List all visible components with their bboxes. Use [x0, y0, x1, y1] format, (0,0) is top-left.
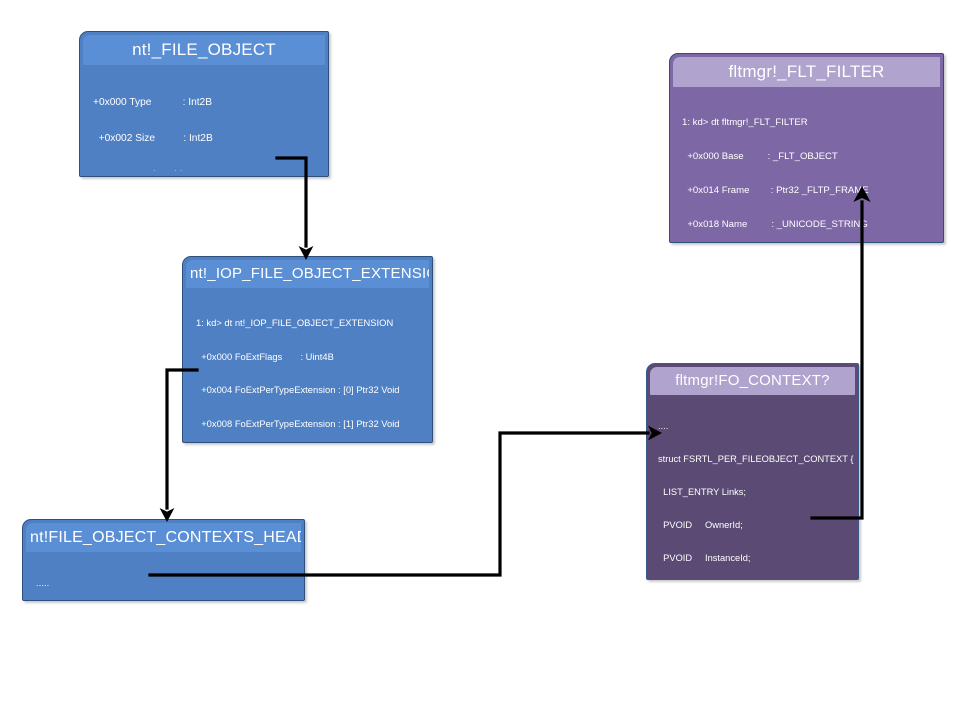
node-file-object-title: nt!_FILE_OBJECT [83, 35, 325, 65]
debugger-command-line: 1: kd> dt fltmgr!_FLT_FILTER [682, 116, 808, 128]
node-file-object-contexts-header-body: ..... LIST_ENTRY ContextsLinks; ..... [26, 552, 301, 596]
struct-field-line: +0x000 Base : _FLT_OBJECT [682, 150, 838, 162]
node-iop-file-object-extension[interactable]: nt!_IOP_FILE_OBJECT_EXTENSION 1: kd> dt … [182, 256, 433, 443]
ellipsis-line: .... [658, 421, 669, 432]
ellipsis-line: ..... [36, 577, 50, 589]
node-fo-context-title: fltmgr!FO_CONTEXT? [650, 367, 855, 395]
node-iop-file-object-extension-body: 1: kd> dt nt!_IOP_FILE_OBJECT_EXTENSION … [186, 288, 429, 437]
node-file-object[interactable]: nt!_FILE_OBJECT +0x000 Type : Int2B +0x0… [79, 31, 329, 177]
node-flt-filter-body: 1: kd> dt fltmgr!_FLT_FILTER +0x000 Base… [673, 87, 940, 237]
struct-field-line: +0x018 Name : _UNICODE_STRING [682, 218, 868, 230]
node-iop-file-object-extension-title: nt!_IOP_FILE_OBJECT_EXTENSION [186, 260, 429, 288]
struct-decl-line: struct FSRTL_PER_FILEOBJECT_CONTEXT { [658, 454, 854, 465]
node-fo-context[interactable]: fltmgr!FO_CONTEXT? .... struct FSRTL_PER… [646, 363, 859, 580]
node-flt-filter[interactable]: fltmgr!_FLT_FILTER 1: kd> dt fltmgr!_FLT… [669, 53, 944, 243]
node-flt-filter-title: fltmgr!_FLT_FILTER [673, 57, 940, 87]
struct-field-line: +0x014 Frame : Ptr32 _FLTP_FRAME [682, 184, 869, 196]
struct-field-line: LIST_ENTRY Links; [658, 487, 747, 498]
struct-field-line: +0x002 Size : Int2B [93, 133, 213, 145]
struct-field-line: +0x004 DeviceObject : Ptr32 _DEVICE_OBJE… [93, 170, 325, 171]
struct-field-line: +0x000 Type : Int2B [93, 97, 213, 109]
node-fo-context-body: .... struct FSRTL_PER_FILEOBJECT_CONTEXT… [650, 395, 855, 576]
debugger-command-line: 1: kd> dt nt!_IOP_FILE_OBJECT_EXTENSION [196, 317, 394, 329]
struct-field-line: PVOID InstanceId; [658, 553, 751, 564]
struct-field-line: +0x004 FoExtPerTypeExtension : [0] Ptr32… [196, 384, 400, 396]
struct-field-line: +0x008 FoExtPerTypeExtension : [1] Ptr32… [196, 417, 400, 429]
node-file-object-contexts-header[interactable]: nt!FILE_OBJECT_CONTEXTS_HEADER? ..... LI… [22, 519, 305, 601]
struct-field-line: PVOID OwnerId; [658, 520, 743, 531]
node-file-object-contexts-header-title: nt!FILE_OBJECT_CONTEXTS_HEADER? [26, 523, 301, 552]
node-file-object-body: +0x000 Type : Int2B +0x002 Size : Int2B … [83, 65, 325, 171]
struct-field-line: +0x000 FoExtFlags : Uint4B [196, 350, 334, 362]
